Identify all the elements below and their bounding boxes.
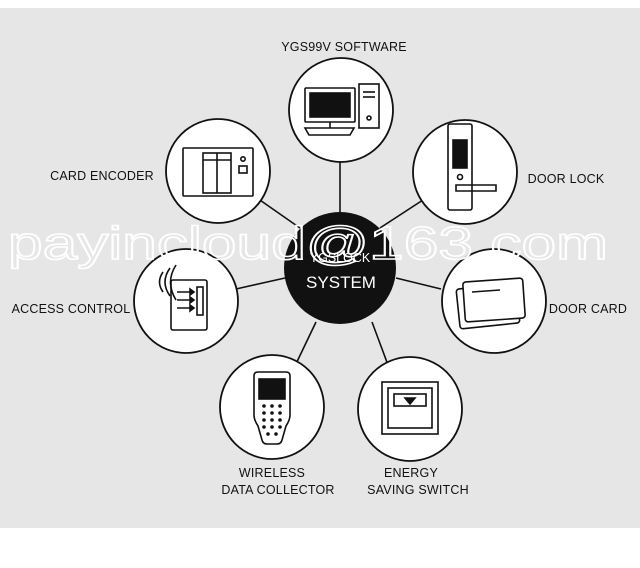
hub-line1: YGSLOCK bbox=[310, 251, 371, 265]
node-wireless-label-line1: WIRELESS bbox=[239, 466, 305, 480]
node-wireless-label-line2: DATA COLLECTOR bbox=[221, 483, 334, 497]
node-card-encoder: CARD ENCODER bbox=[50, 118, 271, 224]
node-card-encoder-circle bbox=[165, 118, 271, 224]
access-control-icon bbox=[158, 264, 208, 331]
connector-lines bbox=[235, 160, 442, 369]
node-energy-label-line2: SAVING SWITCH bbox=[367, 483, 469, 497]
node-door-lock: DOOR LOCK bbox=[412, 119, 605, 225]
door-lock-icon bbox=[447, 123, 497, 211]
node-door-card-label: DOOR CARD bbox=[549, 302, 627, 316]
node-software-label: YGS99V SOFTWARE bbox=[281, 40, 406, 54]
energy-switch-icon bbox=[381, 381, 439, 435]
watermark-text: payincloud@163.com bbox=[8, 217, 608, 269]
hub-circle bbox=[284, 212, 396, 324]
handheld-collector-icon bbox=[253, 371, 291, 445]
connector-card-encoder bbox=[256, 197, 301, 229]
keypad bbox=[262, 404, 282, 436]
connector-wireless bbox=[293, 321, 317, 369]
hub: YGSLOCK SYSTEM bbox=[284, 212, 396, 324]
hub-line2: SYSTEM bbox=[306, 273, 376, 292]
node-energy: ENERGY SAVING SWITCH bbox=[357, 356, 469, 497]
node-door-lock-circle bbox=[412, 119, 518, 225]
node-energy-label-line1: ENERGY bbox=[384, 466, 438, 480]
node-software: YGS99V SOFTWARE bbox=[281, 40, 407, 163]
node-energy-circle bbox=[357, 356, 463, 462]
computer-icon bbox=[303, 83, 380, 136]
node-door-card: DOOR CARD bbox=[441, 248, 627, 354]
node-wireless: WIRELESS DATA COLLECTOR bbox=[219, 354, 334, 497]
node-card-encoder-label: CARD ENCODER bbox=[50, 169, 154, 183]
connector-door-lock bbox=[379, 197, 427, 229]
node-access-control-circle bbox=[133, 248, 239, 354]
connector-door-card bbox=[395, 277, 442, 290]
node-door-lock-label: DOOR LOCK bbox=[528, 172, 605, 186]
door-card-icon bbox=[455, 277, 526, 330]
connector-access-control bbox=[235, 277, 286, 290]
connector-energy bbox=[371, 321, 389, 366]
card-encoder-icon bbox=[182, 147, 254, 197]
node-access-control: ACCESS CONTROL bbox=[12, 248, 239, 354]
node-access-control-label: ACCESS CONTROL bbox=[12, 302, 131, 316]
